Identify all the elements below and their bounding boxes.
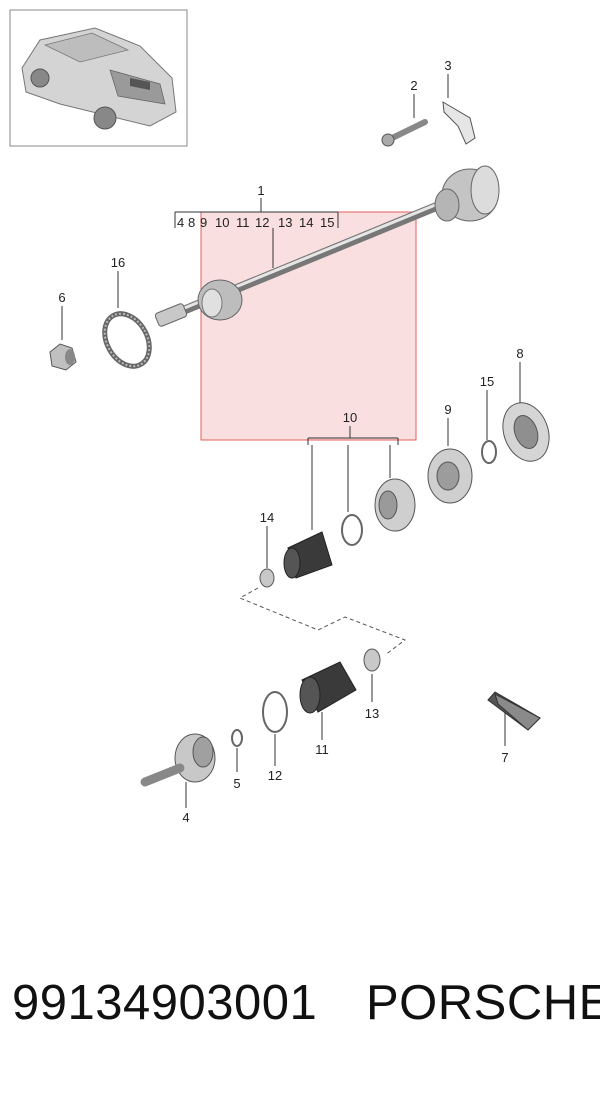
outer-boot-part: 11 [299, 661, 357, 757]
callout-15: 15 [480, 374, 494, 389]
kit-item: 12 [255, 215, 269, 230]
callout-16: 16 [111, 255, 125, 270]
kit-item: 13 [278, 215, 292, 230]
kit-item: 4 [177, 215, 184, 230]
kit-item: 11 [236, 215, 250, 230]
lock-plate-part: 3 [442, 58, 476, 145]
callout-1: 1 [257, 183, 264, 198]
callout-8: 8 [516, 346, 523, 361]
snap-ring-part: 5 [231, 729, 243, 791]
vehicle-thumbnail [9, 9, 188, 147]
callout-11: 11 [315, 742, 329, 757]
clamp-ring-12-part: 12 [262, 691, 288, 783]
boot-kit [283, 478, 416, 579]
callout-3: 3 [444, 58, 451, 73]
small-clamp-part: 14 [259, 510, 275, 588]
kit-item: 15 [320, 215, 334, 230]
kit-item: 8 [188, 215, 195, 230]
gear-ring-part: 16 [102, 255, 152, 369]
callout-14: 14 [260, 510, 274, 525]
callout-7: 7 [501, 750, 508, 765]
kit-item: 9 [200, 215, 207, 230]
nut-part: 6 [49, 290, 77, 371]
flange-part: 8 [502, 346, 550, 462]
kit-item: 14 [299, 215, 313, 230]
callout-5: 5 [233, 776, 240, 791]
part-number: 99134903001 [12, 976, 318, 1030]
clamp-13-part: 13 [363, 648, 381, 721]
assembly-path [238, 587, 407, 656]
callout-2: 2 [410, 78, 417, 93]
callout-6: 6 [58, 290, 65, 305]
drive-shaft [154, 165, 500, 327]
footer: 99134903001 PORSCHE [0, 975, 600, 1055]
outer-joint-part: 4 [140, 733, 216, 825]
brand-name: PORSCHE [366, 976, 600, 1030]
callout-4: 4 [182, 810, 189, 825]
highlight-box [200, 211, 417, 441]
callout-9: 9 [444, 402, 451, 417]
callout-12: 12 [268, 768, 282, 783]
circlip-part: 15 [480, 374, 497, 464]
bolt-part: 2 [381, 78, 428, 147]
callout-10-group: 10 [307, 410, 399, 530]
callout-1-group: 1 4 8 9 10 11 12 13 14 15 [174, 183, 339, 268]
exploded-parts-diagram: 1 4 8 9 10 11 12 13 14 15 2 3 16 6 [9, 9, 550, 825]
grease-tube-part: 7 [487, 691, 541, 765]
cv-joint-part: 9 [427, 402, 473, 504]
kit-item: 10 [215, 215, 229, 230]
callout-10: 10 [343, 410, 357, 425]
callout-13: 13 [365, 706, 379, 721]
